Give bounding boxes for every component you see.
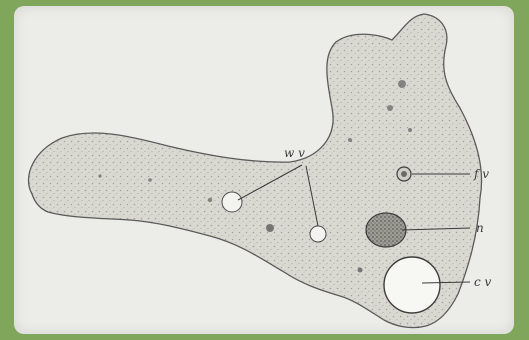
label-water-vacuoles: w v	[284, 146, 305, 160]
water-vacuole-1	[222, 192, 242, 212]
contractile-vacuole	[384, 257, 440, 313]
label-nucleus: n	[476, 221, 484, 235]
label-food-vacuole: f v	[473, 167, 489, 181]
water-vacuole-2	[310, 226, 326, 242]
label-contractile-vacuole: c v	[474, 275, 492, 289]
